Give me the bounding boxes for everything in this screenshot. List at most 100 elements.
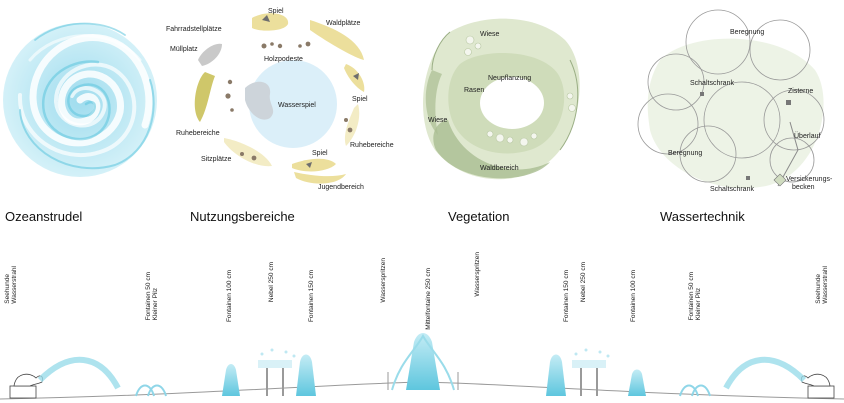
heading-ozeanstrudel: Ozeanstrudel [5,209,83,224]
label-holzpodeste: Holzpodeste [264,56,303,63]
seal-left [9,373,43,399]
seal-right [801,373,835,399]
spiel-top-area [252,13,289,31]
heading-vegetation: Vegetation [448,209,510,224]
elev-label-wasserspritzen-right: Wasserspritzen [474,252,481,297]
label-beregnung-top: Beregnung [730,29,765,36]
label-spiel-top: Spiel [268,8,284,15]
label-spiel-bottom: Spiel [312,150,328,157]
tree-dot [519,137,529,147]
fountain-150-right [546,354,566,396]
tree-dot [530,132,538,140]
ocean-swirl-graphic [3,22,157,177]
heading-wassertechnik: Wassertechnik [660,209,745,224]
beregnung-circle [647,53,705,111]
water-jet-arc-left [37,356,121,390]
spiel-bottom-area [292,158,336,172]
elev-label-wasserspritzen-left: Wasserspritzen [380,258,387,303]
zisterne-box [786,100,791,105]
neupflanzung-center [480,77,544,129]
beregnung-circle [703,81,781,159]
label-schaltschrank-bottom: Schaltschrank [710,186,754,193]
seat-dot [240,152,244,156]
heading-nutzungsbereiche: Nutzungsbereiche [190,209,295,224]
edge-stroke [559,59,579,151]
tree-dot [566,92,574,100]
tree-dot [568,104,576,112]
tree-dot [465,35,475,45]
holzpodest-shape [245,81,274,120]
seat-dot [261,43,267,49]
swirl-stroke [34,22,126,41]
wasserspiel-pool [249,60,337,148]
tree-dot [495,133,505,143]
beregnung-circle [685,9,751,75]
label-versickerungsbecken: Versickerungs- becken [786,176,832,192]
fountain-50-left [135,384,167,397]
ueberlauf-pipe [777,121,799,187]
usage-areas-diagram [194,13,365,184]
versickerung-line-1: Versickerungs- [786,176,833,183]
play-marker-icon [262,15,270,22]
versickerung-line-2: becken [792,184,815,191]
swirl-stroke [28,34,142,62]
label-waldbereich: Waldbereich [480,165,519,172]
play-marker-icon [353,73,359,80]
mist-left [258,348,296,396]
waldplaetze-area [310,20,364,60]
muellplatz-area [198,43,222,66]
label-rasen: Rasen [464,87,485,94]
elevation-graphic [0,333,844,400]
sitzplaetze-area [224,138,272,167]
tree-dot [474,42,482,50]
fountain-100-right [628,369,646,396]
wiese-left-area [425,70,442,135]
label-fahrradstellplaetze: Fahrradstellplätze [166,26,222,33]
spiel-right-area [344,64,365,92]
site-outline [647,38,824,189]
beregnung-circle [763,89,825,151]
elev-label-fontainen-150-right: Fontainen 150 cm [563,270,570,323]
seat-dot [227,79,233,85]
elev-label-fontainen-100-left: Fontainen 100 cm [226,270,233,323]
seat-dot [344,118,348,122]
fountain-150-left [296,354,316,396]
tree-dot [464,48,472,56]
beregnung-circle [749,19,811,81]
beregnung-circle [637,93,699,155]
jugendbereich-area [294,172,346,184]
water-jet-arc-right [723,356,807,390]
label-zisterne: Zisterne [788,88,814,95]
seat-dot [225,93,231,99]
beregnung-circle [679,125,737,183]
panel-wassertechnik: Beregnung Schaltschrank Zisterne Überlau… [630,0,844,205]
waldbereich-area [433,120,550,179]
seat-dot [270,42,274,46]
schaltschrank-box [746,176,750,180]
seat-dot [277,43,283,49]
label-ueberlauf: Überlauf [794,133,821,140]
seat-dot [347,127,353,133]
swirl-stroke [41,60,111,141]
panel-vegetation: Wiese Neupflanzung Rasen Wiese Waldberei… [410,0,590,205]
play-marker-icon [306,162,312,168]
label-neupflanzung: Neupflanzung [488,75,532,82]
schaltschrank-box [700,92,704,96]
swirl-stroke [17,62,137,158]
label-ruhebereiche-right: Ruhebereiche [350,142,394,149]
swirl-stroke [19,79,155,170]
seat-dot [298,44,302,48]
central-fountain [387,333,459,391]
label-schaltschrank-top: Schaltschrank [690,80,734,87]
label-muellplatz: Müllplatz [170,46,198,53]
label-beregnung-left: Beregnung [668,150,703,157]
label-jugendbereich: Jugendbereich [318,184,364,191]
versickerungsbecken [773,173,787,187]
panel-ozeanstrudel [0,0,160,205]
edge-stroke [431,31,451,71]
label-sitzplaetze: Sitzplätze [201,156,232,163]
fountain-50-right [679,384,711,397]
